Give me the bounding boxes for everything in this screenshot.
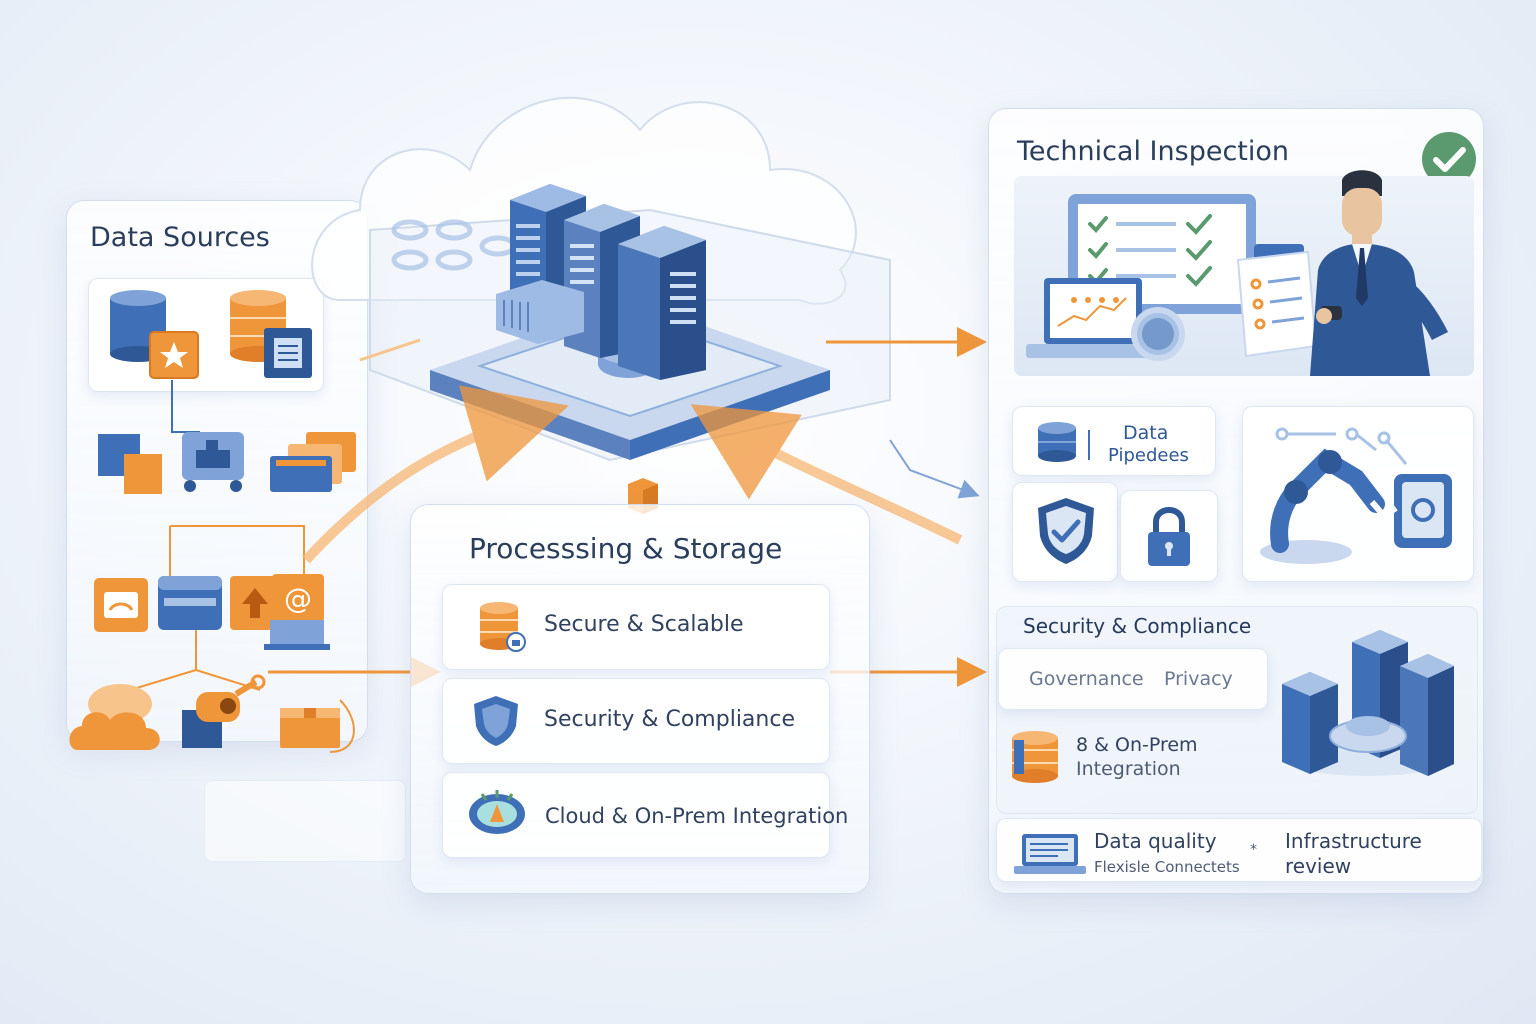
server-block-icon — [158, 576, 222, 630]
data-quality-laptop-icon — [1014, 834, 1086, 874]
security-compliance-heading: Security & Compliance — [1023, 614, 1252, 638]
magnifier-icon — [1131, 307, 1185, 361]
security-compliance-label: Security & Compliance — [544, 707, 795, 732]
secure-scalable-label: Secure & Scalable — [544, 612, 744, 637]
svg-text:@: @ — [284, 582, 312, 615]
server-cluster-icon — [1282, 630, 1454, 776]
infrastructure-label-line2: review — [1285, 854, 1352, 878]
upload-arrow-icon — [230, 576, 280, 630]
package-icon — [280, 708, 340, 748]
shield-icon — [474, 696, 518, 746]
document-icon — [264, 328, 312, 378]
robot-arm-icon — [1260, 427, 1452, 564]
infrastructure-label-line1: Infrastructure — [1285, 829, 1422, 853]
pipelines-label-line1: Data — [1123, 422, 1169, 444]
laptop-icon — [264, 620, 330, 650]
at-sign-icon: @ — [272, 574, 324, 622]
cloud-integration-icon — [469, 790, 525, 834]
mail-box-icon — [94, 578, 148, 632]
analytics-laptop-icon — [1026, 278, 1150, 358]
valve-icon — [182, 674, 266, 748]
data-quality-label-line1: Data quality — [1094, 829, 1217, 853]
cube-blocks-icon — [98, 434, 162, 494]
data-sources-title: Data Sources — [90, 222, 270, 253]
inspector-person-icon — [1310, 170, 1449, 376]
lock-icon — [1148, 507, 1190, 566]
pipelines-divider — [1088, 430, 1090, 460]
stacked-cards-icon — [270, 432, 356, 492]
cloud-integration-label: Cloud & On-Prem Integration — [545, 804, 849, 828]
pipeline-database-icon — [1038, 422, 1076, 462]
pipelines-label-line2: Pipedees — [1108, 445, 1189, 466]
governance-label: Governance — [1029, 668, 1144, 690]
star-box-icon — [149, 331, 199, 379]
data-quality-label-line2: Flexisle Connectets — [1094, 858, 1240, 876]
onprem-database-icon — [1012, 731, 1058, 783]
shield-check-icon — [1038, 498, 1094, 564]
cart-icon — [182, 432, 244, 492]
cloud-icon — [69, 684, 160, 750]
faded-placeholder-card — [204, 780, 406, 862]
server-tower-right — [618, 226, 706, 380]
processing-storage-title: Processsing & Storage — [469, 532, 783, 565]
governance-privacy-card — [998, 648, 1268, 710]
onprem-label-line2: Integration — [1076, 758, 1181, 780]
grid-unit-icon — [496, 280, 584, 344]
privacy-label: Privacy — [1164, 668, 1233, 690]
database-icon — [110, 290, 166, 362]
onprem-label-line1: 8 & On-Prem — [1076, 734, 1198, 756]
technical-inspection-title: Technical Inspection — [1017, 136, 1290, 167]
check-badge-icon — [1422, 132, 1476, 186]
separator-asterisk: * — [1250, 842, 1257, 858]
database-lock-icon — [480, 602, 526, 652]
